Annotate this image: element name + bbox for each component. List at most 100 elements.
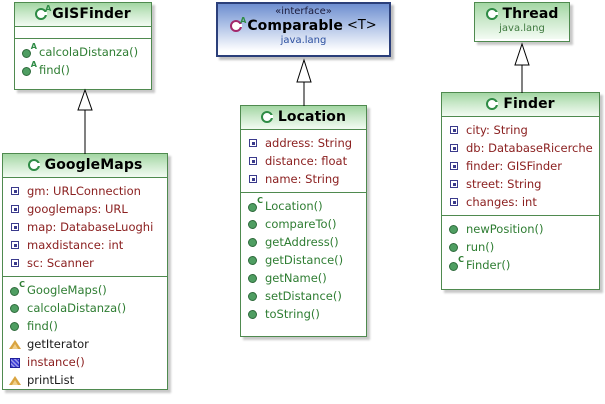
field-icon (9, 185, 22, 198)
abstract-class-icon: A (35, 4, 51, 21)
member-row[interactable]: C Location() (247, 196, 364, 215)
method-label: printList (27, 373, 75, 387)
method-label: getIterator (27, 337, 89, 351)
member-row[interactable]: getAddress() (247, 233, 364, 251)
attribute-label: map: DatabaseLuoghi (27, 220, 154, 234)
class-box-googlemaps[interactable]: GoogleMaps gm: URLConnection googlemaps:… (2, 153, 168, 390)
field-icon (448, 196, 461, 209)
class-icon (260, 110, 274, 124)
member-row[interactable]: instance() (9, 353, 165, 371)
class-box-location[interactable]: Location address: String distance: float… (240, 105, 367, 337)
member-row[interactable]: calcolaDistanza() (9, 299, 165, 317)
member-row[interactable]: sc: Scanner (9, 254, 165, 272)
attributes-compartment-finder: city: String db: DatabaseRicerche finder… (442, 117, 599, 216)
member-row[interactable]: printList (9, 371, 165, 389)
attributes-compartment-gisfinder (15, 27, 151, 39)
blue-square-icon (9, 356, 22, 369)
class-box-thread[interactable]: Thread java.lang (474, 2, 570, 42)
class-title-location: Location (241, 106, 366, 130)
method-label: Finder() (466, 258, 511, 272)
attribute-label: changes: int (466, 195, 537, 209)
generalization-finder-to-thread (514, 42, 530, 93)
class-box-gisfinder[interactable]: A GISFinder A calcolaDistanza() A find() (14, 2, 152, 90)
member-row[interactable]: setDistance() (247, 287, 364, 305)
method-icon (247, 236, 260, 249)
stereotype-label: «interface» (275, 6, 332, 17)
method-label: getName() (265, 271, 327, 285)
attribute-label: street: String (466, 177, 542, 191)
member-row[interactable]: compareTo() (247, 215, 364, 233)
field-icon (9, 257, 22, 270)
method-icon (247, 218, 260, 231)
class-title-googlemaps: GoogleMaps (3, 154, 167, 178)
member-row[interactable]: A calcolaDistanza() (21, 42, 149, 61)
member-row[interactable]: street: String (448, 175, 597, 193)
method-label: toString() (265, 307, 320, 321)
class-name-thread: Thread (502, 6, 559, 22)
member-row[interactable]: finder: GISFinder (448, 157, 597, 175)
member-row[interactable]: name: String (247, 170, 364, 188)
abstract-interface-icon: A (230, 16, 246, 33)
member-row[interactable]: find() (9, 317, 165, 335)
method-icon (247, 272, 260, 285)
attribute-label: googlemaps: URL (27, 202, 128, 216)
member-row[interactable]: maxdistance: int (9, 236, 165, 254)
class-title-gisfinder: A GISFinder (15, 3, 151, 27)
method-label: compareTo() (265, 217, 337, 231)
class-icon (486, 97, 499, 111)
methods-compartment-gisfinder: A calcolaDistanza() A find() (15, 39, 151, 83)
class-name-gisfinder: GISFinder (52, 6, 131, 22)
member-row[interactable]: newPosition() (448, 220, 597, 238)
attribute-label: address: String (265, 136, 353, 150)
member-row[interactable]: run() (448, 238, 597, 256)
interface-title-comparable: «interface» A Comparable <T> java.lang (218, 4, 389, 51)
attribute-label: sc: Scanner (27, 256, 94, 270)
member-row[interactable]: A find() (21, 60, 149, 79)
method-icon (247, 308, 260, 321)
constructor-icon: C (448, 255, 464, 272)
method-icon (247, 290, 260, 303)
method-icon (9, 302, 22, 315)
method-icon (9, 320, 22, 333)
member-row[interactable]: city: String (448, 121, 597, 139)
member-row[interactable]: distance: float (247, 152, 364, 170)
interface-name-comparable: Comparable (247, 18, 343, 34)
member-row[interactable]: gm: URLConnection (9, 182, 165, 200)
member-row[interactable]: C Finder() (448, 255, 597, 274)
member-row[interactable]: googlemaps: URL (9, 200, 165, 218)
attribute-label: city: String (466, 123, 528, 137)
member-row[interactable]: C GoogleMaps() (9, 280, 165, 299)
attribute-label: maxdistance: int (27, 238, 124, 252)
method-label: Location() (265, 199, 323, 213)
member-row[interactable]: getName() (247, 269, 364, 287)
method-label: getDistance() (265, 253, 344, 267)
method-label: run() (466, 240, 495, 254)
interface-box-comparable[interactable]: «interface» A Comparable <T> java.lang (216, 2, 391, 57)
member-row[interactable]: changes: int (448, 193, 597, 211)
member-row[interactable]: getIterator (9, 335, 165, 353)
field-icon (9, 239, 22, 252)
method-label: calcolaDistanza() (39, 45, 139, 59)
member-row[interactable]: address: String (247, 134, 364, 152)
member-row[interactable]: db: DatabaseRicerche (448, 139, 597, 157)
field-icon (247, 173, 260, 186)
field-icon (448, 160, 461, 173)
attributes-compartment-location: address: String distance: float name: St… (241, 130, 366, 193)
method-icon (448, 241, 461, 254)
attribute-label: finder: GISFinder (466, 159, 562, 173)
package-label: java.lang (499, 23, 545, 34)
attribute-label: distance: float (265, 154, 348, 168)
class-box-finder[interactable]: Finder city: String db: DatabaseRicerche… (441, 92, 600, 290)
member-row[interactable]: getDistance() (247, 251, 364, 269)
field-icon (448, 124, 461, 137)
method-label: find() (39, 63, 70, 77)
field-icon (448, 178, 461, 191)
member-row[interactable]: toString() (247, 305, 364, 323)
methods-compartment-googlemaps: C GoogleMaps() calcolaDistanza() find() … (3, 277, 167, 393)
method-label: GoogleMaps() (27, 283, 107, 297)
attribute-label: name: String (265, 172, 340, 186)
member-row[interactable]: map: DatabaseLuoghi (9, 218, 165, 236)
method-label: calcolaDistanza() (27, 301, 127, 315)
class-name-location: Location (277, 109, 347, 125)
methods-compartment-finder: newPosition() run() C Finder() (442, 216, 599, 278)
